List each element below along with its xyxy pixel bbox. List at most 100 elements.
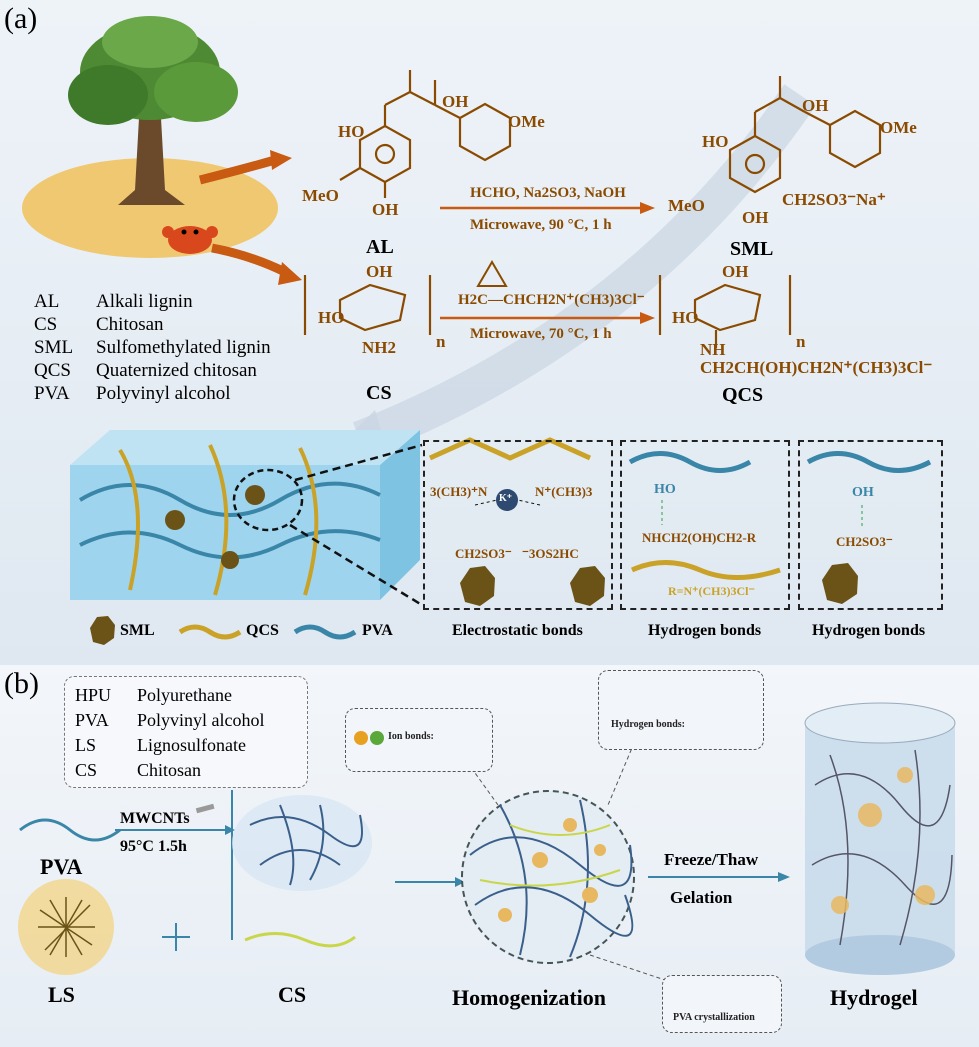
zoom-circle [232, 468, 304, 532]
cs-ho-label: HO [318, 308, 345, 327]
sml-ho-label: HO [702, 132, 729, 151]
box1-graphics [428, 437, 605, 606]
sml-meo-label: MeO [668, 196, 705, 215]
hydrogel-block [70, 430, 420, 600]
al-name: AL [366, 236, 394, 258]
hydrogen-bonds-callout: Hydrogen bonds: [598, 670, 764, 750]
mwcnt-conditions: 95°C 1.5h [120, 838, 187, 855]
curved-arrow [353, 84, 816, 458]
qcs-legend-icon [178, 624, 242, 640]
pva-network [249, 804, 363, 886]
epoxide-icon [476, 260, 508, 287]
box1-right-n: N⁺(CH3)3 [535, 484, 593, 499]
hydrogel-label: Hydrogel [830, 985, 918, 1010]
cs-structure [303, 275, 432, 335]
tree-crown-icon [68, 16, 238, 125]
hydrogel-cylinder [804, 702, 956, 975]
sml-structure [728, 76, 882, 194]
box3-oh: OH [852, 485, 874, 500]
sml-bottom-oh-label: OH [742, 208, 769, 227]
al-ome-label: OMe [508, 112, 545, 131]
box3-s: CH2SO3⁻ [836, 534, 893, 549]
box1-right-s: ⁻3OS2HC [522, 546, 579, 561]
caption-hydrogen-2: Hydrogen bonds [812, 622, 926, 639]
cs-nh2-label: NH2 [362, 338, 396, 357]
arrow-tree-to-al [198, 155, 277, 185]
box1-left-s: CH2SO3⁻ [455, 546, 512, 561]
cs-name: CS [366, 382, 392, 404]
panel-a-graphics [22, 16, 932, 645]
qcs-nh-label: NH [700, 340, 726, 359]
bond-box-hydrogen-1 [620, 440, 790, 610]
homogenization-circle [461, 790, 635, 964]
homogenization-label: Homogenization [452, 985, 606, 1010]
cs-label-b: CS [278, 982, 307, 1007]
bond-box-electrostatic [423, 440, 613, 610]
pva-wave [19, 818, 121, 842]
hydrogen-bonds-text: Hydrogen bonds: [611, 719, 686, 730]
sml-name: SML [730, 238, 774, 260]
al-meo-label: MeO [302, 186, 339, 205]
crystallization-callout: PVA crystallization [662, 975, 782, 1033]
lignin-icon-2 [570, 566, 605, 606]
panel-a-label: (a) [4, 2, 38, 35]
qcs-n-label: n [796, 332, 806, 351]
freeze-label-1: Freeze/Thaw [664, 850, 759, 869]
al-bottom-oh-label: OH [372, 200, 399, 219]
caption-electrostatic: Electrostatic bonds [452, 622, 583, 639]
minus-ion-icon [354, 731, 368, 745]
sml-ome-label: OMe [880, 118, 917, 137]
sml-sulfonate-label: CH2SO3⁻Na⁺ [782, 190, 886, 209]
tree-trunk [118, 100, 185, 205]
crystallization-text: PVA crystallization [673, 1012, 755, 1023]
crab-icon [162, 226, 218, 254]
al-oh-label: OH [442, 92, 469, 111]
box2-r: R=N⁺(CH3)3Cl⁻ [668, 584, 755, 598]
bond-box-hydrogen-2 [798, 440, 943, 610]
reaction1-conditions: Microwave, 90 °C, 1 h [470, 217, 612, 233]
arrow-crab-to-cs [211, 243, 287, 277]
ion-bonds-text: Ion bonds: [388, 731, 434, 742]
cs-n-label: n [436, 332, 446, 351]
potassium-ion-icon [496, 489, 518, 511]
homogenization-network [469, 799, 634, 958]
reaction1-reagents: HCHO, Na2SO3, NaOH [470, 185, 626, 201]
plus-ion-icon [370, 731, 384, 745]
sml-oh-label: OH [802, 96, 829, 115]
qcs-name: QCS [722, 384, 764, 406]
qcs-ho-label: HO [672, 308, 699, 327]
cs-wave [244, 932, 356, 948]
box2-ho: HO [654, 482, 676, 497]
component-legend-qcs: QCS [246, 622, 279, 639]
ion-bonds-callout: Ion bonds: [345, 708, 493, 772]
qcs-structure [658, 275, 792, 348]
caption-hydrogen-1: Hydrogen bonds [648, 622, 762, 639]
lignin-icon [460, 566, 495, 606]
cs-oh-label: OH [366, 262, 393, 281]
box1-k: K⁺ [499, 493, 513, 504]
reaction2-conditions: Microwave, 70 °C, 1 h [470, 326, 612, 342]
box2-graphics [628, 451, 781, 580]
box2-amine: NHCH2(OH)CH2-R [642, 530, 757, 545]
pva-label-b: PVA [40, 854, 83, 879]
reaction2-reagent: H2C—CHCH2N⁺(CH3)3Cl⁻ [458, 292, 645, 308]
al-structure [339, 70, 512, 198]
box1-left-n: 3(CH3)⁺N [430, 484, 488, 499]
component-legend-sml: SML [120, 622, 155, 639]
al-ho-label: HO [338, 122, 365, 141]
sml-legend-icon [90, 616, 115, 645]
mwcnt-label: MWCNTs [120, 810, 190, 827]
pva-legend-icon [293, 624, 357, 640]
box3-graphics [806, 451, 932, 604]
